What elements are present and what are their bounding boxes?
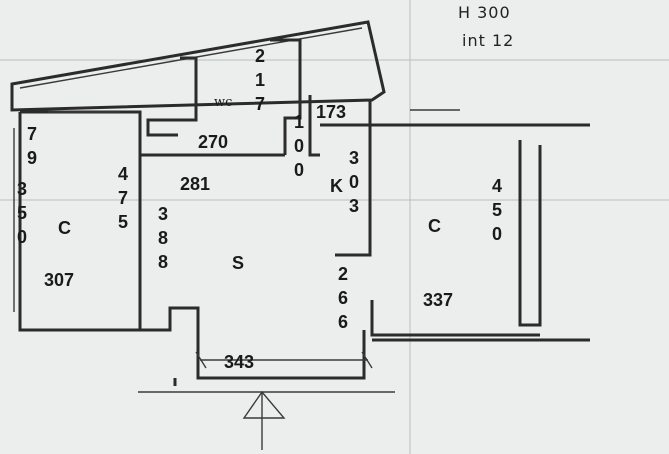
living-label: S: [232, 253, 244, 273]
bottom-dimension-line: [195, 351, 373, 369]
dim-living-left-digit: 8: [158, 228, 168, 248]
dim-kitchen-side-digit: 3: [349, 148, 359, 168]
dim-lower-right-digit: 6: [338, 288, 348, 308]
dim-left-side-digit: 0: [17, 227, 27, 247]
left-bedroom-area: 307: [44, 270, 74, 290]
height-annotation: H 300: [458, 3, 511, 22]
wc-walls: [146, 38, 320, 157]
dim-passage-digit: 1: [294, 112, 304, 132]
unit-annotation: int 12: [462, 31, 514, 50]
right-bedroom-area: 337: [423, 290, 453, 310]
dim-passage-digit: 0: [294, 160, 304, 180]
dim-left-side-digit: 3: [17, 179, 27, 199]
dim-kitchen-side-digit: 0: [349, 172, 359, 192]
dim-living-top: 270: [198, 132, 228, 152]
dim-left-inner-digit: 4: [118, 164, 128, 184]
dim-left-top-digit: 9: [27, 148, 37, 168]
top-section-walls: [10, 20, 386, 112]
dim-bottom: 343: [224, 352, 254, 372]
dim-wc-width-digit: 7: [255, 94, 265, 114]
right-bedroom-walls: [370, 109, 590, 342]
dim-left-inner-digit: 7: [118, 188, 128, 208]
dim-passage-digit: 0: [294, 136, 304, 156]
left-bedroom-label: C: [58, 218, 71, 238]
wc-label: wc: [214, 95, 232, 110]
dim-lower-right-digit: 2: [338, 264, 348, 284]
dim-right-side-digit: 0: [492, 224, 502, 244]
dim-right-side-digit: 4: [492, 176, 502, 196]
dim-wc-width-digit: 2: [255, 46, 265, 66]
dim-kitchen-top: 173: [316, 102, 346, 122]
living-walls: [138, 153, 395, 450]
dim-kitchen-side-digit: 3: [349, 196, 359, 216]
dim-living-left-digit: 3: [158, 204, 168, 224]
dim-lower-right-digit: 6: [338, 312, 348, 332]
kitchen-walls: [320, 100, 590, 257]
living-area: 281: [180, 174, 210, 194]
dim-wc-width-digit: 1: [255, 70, 265, 90]
dim-right-side-digit: 5: [492, 200, 502, 220]
dim-left-top-digit: 7: [27, 124, 37, 144]
dim-left-side-digit: 5: [17, 203, 27, 223]
kitchen-label: K: [330, 176, 343, 196]
dim-left-inner-digit: 5: [118, 212, 128, 232]
dim-living-left-digit: 8: [158, 252, 168, 272]
right-bedroom-label: C: [428, 216, 441, 236]
